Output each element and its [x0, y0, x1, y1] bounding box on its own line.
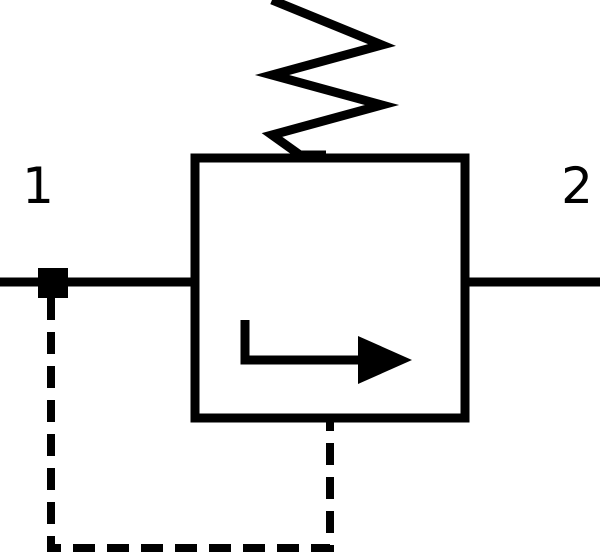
- spring-symbol: [254, 0, 400, 160]
- flow-arrow-icon: [358, 336, 412, 384]
- port-label-outlet: 2: [561, 157, 593, 215]
- flow-path-line: [240, 320, 362, 365]
- junction-node: [38, 268, 68, 298]
- valve-body: [190, 153, 470, 423]
- pilot-line-dashed: [47, 298, 334, 552]
- port-label-inlet: 1: [22, 157, 54, 215]
